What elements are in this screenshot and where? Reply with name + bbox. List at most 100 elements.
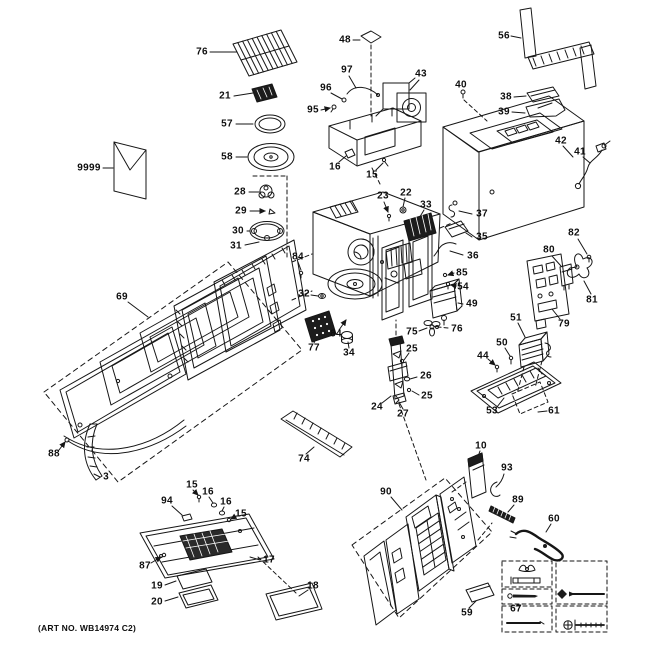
- callout-76-0: 76: [196, 46, 208, 58]
- callout-41-21: 41: [574, 146, 586, 158]
- callout-60-60: 60: [548, 513, 560, 525]
- callout-19-69: 19: [151, 580, 163, 592]
- callout-16-14: 16: [329, 161, 341, 173]
- callout-25-40: 25: [421, 390, 433, 402]
- callout-51-47: 51: [510, 312, 522, 324]
- part-door-handle: [519, 7, 597, 90]
- callout-57-2: 57: [221, 118, 233, 130]
- callout-53-50: 53: [486, 405, 498, 417]
- door-assembly: [43, 239, 307, 483]
- part-bracket-59: [465, 582, 495, 603]
- callout-15-66: 15: [235, 508, 247, 520]
- callout-88-45: 88: [48, 448, 60, 460]
- part-blower-base: [328, 107, 422, 167]
- part-bracket-35: [444, 220, 469, 238]
- part-damper-plate: [360, 30, 382, 44]
- part-turntable-ring: [254, 114, 286, 134]
- construction-lines: [252, 44, 543, 594]
- part-turntable-coupler: [258, 184, 275, 199]
- callout-85-28: 85: [456, 267, 468, 279]
- part-grommet-32: [318, 293, 326, 299]
- callout-89-59: 89: [512, 494, 524, 506]
- callout-74-43: 74: [298, 453, 310, 465]
- callout-94-62: 94: [161, 495, 173, 507]
- part-top-screw: [460, 89, 466, 99]
- part-stirrer-fan-75: [423, 320, 441, 337]
- callout-10-57: 10: [475, 440, 487, 452]
- callout-84-33: 84: [292, 251, 304, 263]
- part-screw-50: [508, 355, 514, 365]
- callout-32-34: 32: [298, 288, 310, 300]
- callout-40-17: 40: [455, 79, 467, 91]
- part-screw-82: [586, 254, 592, 263]
- part-wire-36: [433, 242, 457, 257]
- part-screw-strip-89: [488, 505, 516, 524]
- callout-79-55: 79: [558, 318, 570, 330]
- part-door-latch: [387, 335, 412, 405]
- callout-23-22: 23: [377, 190, 389, 202]
- part-transformer-51: [518, 331, 552, 368]
- leader-lines: [58, 35, 592, 609]
- part-hook-93: [490, 481, 501, 497]
- part-fan-blade: [566, 253, 593, 279]
- callout-25-38: 25: [406, 343, 418, 355]
- part-oven-cavity: [312, 191, 441, 300]
- part-door-trim-3: [84, 423, 103, 481]
- part-base-plate-53: [470, 361, 562, 415]
- part-screw-44: [494, 364, 500, 373]
- callout-48-9: 48: [339, 34, 351, 46]
- callout-27-42: 27: [397, 408, 409, 420]
- part-outer-case-wrapper: [442, 95, 585, 241]
- part-trim-strip-10: [467, 452, 487, 499]
- part-top-rail: [525, 98, 566, 118]
- callout-37-25: 37: [476, 208, 488, 220]
- callout-93-58: 93: [501, 462, 513, 474]
- callout-21-1: 21: [219, 90, 231, 102]
- part-screw-23: [386, 213, 392, 222]
- part-vent-grille-33: [403, 212, 437, 242]
- callout-54-29: 54: [457, 281, 469, 293]
- callout-16-65: 16: [220, 496, 232, 508]
- callout-97-10: 97: [341, 64, 353, 76]
- part-screw-88: [64, 437, 70, 443]
- part-hook-37: [448, 200, 458, 218]
- callout-17-67: 17: [263, 554, 275, 566]
- callout-81-54: 81: [586, 294, 598, 306]
- callout-35-26: 35: [476, 231, 488, 243]
- callout-36-27: 36: [467, 250, 479, 262]
- part-foot-34: [341, 331, 353, 344]
- hardware-legend: [501, 560, 608, 633]
- callout-18-71: 18: [307, 580, 319, 592]
- callout-77-35: 77: [308, 342, 320, 354]
- callout-31-8: 31: [230, 240, 242, 252]
- callout-82-53: 82: [568, 227, 580, 239]
- part-vent-grille-74: [280, 410, 353, 458]
- callout-49-30: 49: [466, 298, 478, 310]
- art-number: (ART NO. WB14974 C2): [38, 623, 136, 633]
- part-screw-85: [442, 272, 448, 278]
- callout-96-11: 96: [320, 82, 332, 94]
- callout-15-63: 15: [186, 479, 198, 491]
- part-smoke-bracket: [526, 86, 560, 103]
- part-charcoal-filter: [251, 83, 278, 103]
- part-label-19: [176, 568, 213, 590]
- part-label-20: [178, 584, 219, 609]
- control-panel-assembly: [351, 476, 493, 626]
- callout-28-5: 28: [234, 186, 246, 198]
- part-turntable-motor: [429, 278, 463, 326]
- part-bottom-plate: [139, 494, 275, 579]
- callout-34-37: 34: [343, 347, 355, 359]
- callout-59-61: 59: [461, 607, 473, 619]
- part-thermostat-lead: [574, 140, 611, 190]
- callout-39-19: 39: [498, 106, 510, 118]
- part-membrane-keypad-77: [304, 310, 337, 343]
- part-grommet-22: [399, 206, 407, 214]
- callout-22-23: 22: [400, 187, 412, 199]
- callout-90-56: 90: [380, 486, 392, 498]
- callout-87-68: 87: [139, 560, 151, 572]
- callout-67-72: 67: [510, 603, 522, 615]
- callout-76-32: 76: [451, 323, 463, 335]
- callout-75-31: 75: [406, 326, 418, 338]
